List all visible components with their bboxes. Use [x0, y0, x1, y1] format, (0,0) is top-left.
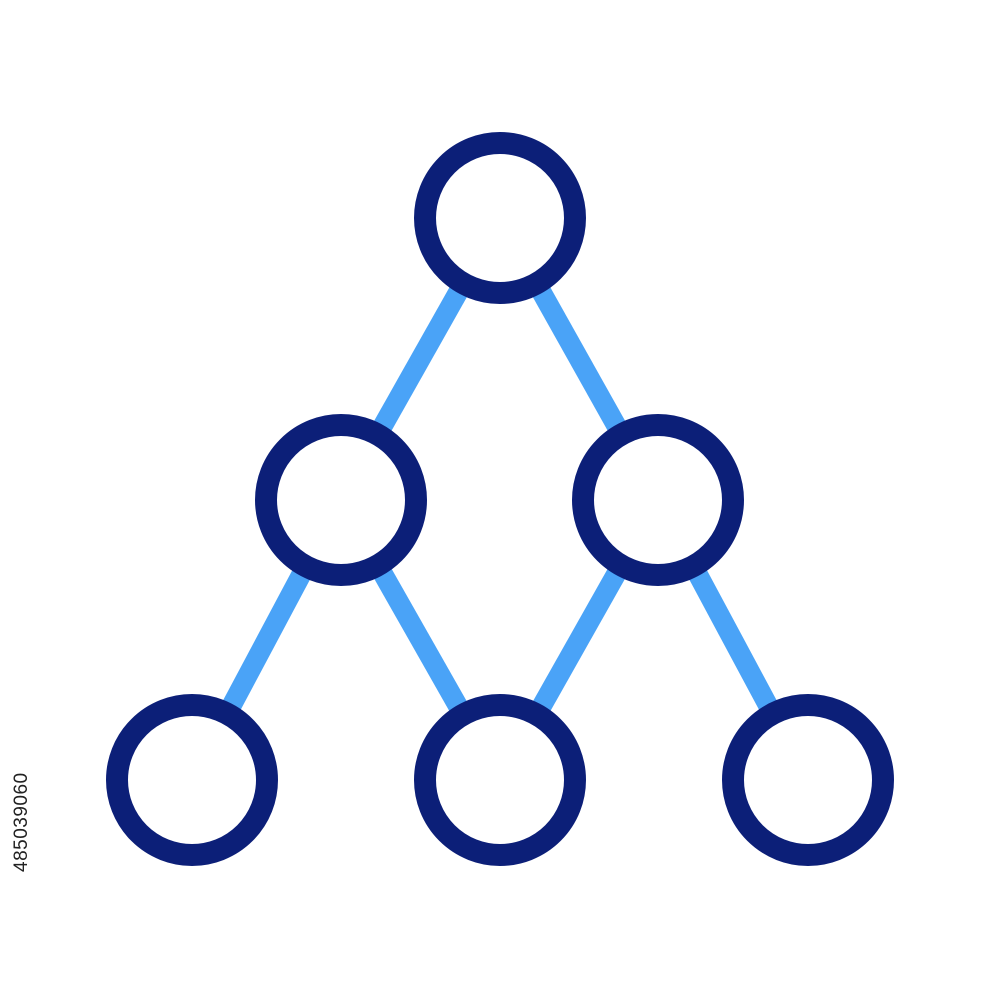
edge-root-to-mid-right [525, 274, 633, 444]
edge-mid-right-to-bottom-right [682, 556, 784, 724]
stock-id-label: 485039060 [11, 772, 32, 872]
node-group [106, 132, 894, 866]
node-bottom-left [106, 694, 278, 866]
edge-group [216, 274, 784, 725]
node-root [414, 132, 586, 304]
edge-root-to-mid-left [366, 274, 475, 444]
node-bottom-center [414, 694, 586, 866]
node-mid-right [572, 414, 744, 586]
edge-mid-left-to-bottom-center [366, 555, 475, 725]
edge-mid-right-to-bottom-center [525, 556, 633, 724]
node-bottom-right [722, 694, 894, 866]
edge-mid-left-to-bottom-left [216, 557, 317, 723]
node-mid-left [255, 414, 427, 586]
